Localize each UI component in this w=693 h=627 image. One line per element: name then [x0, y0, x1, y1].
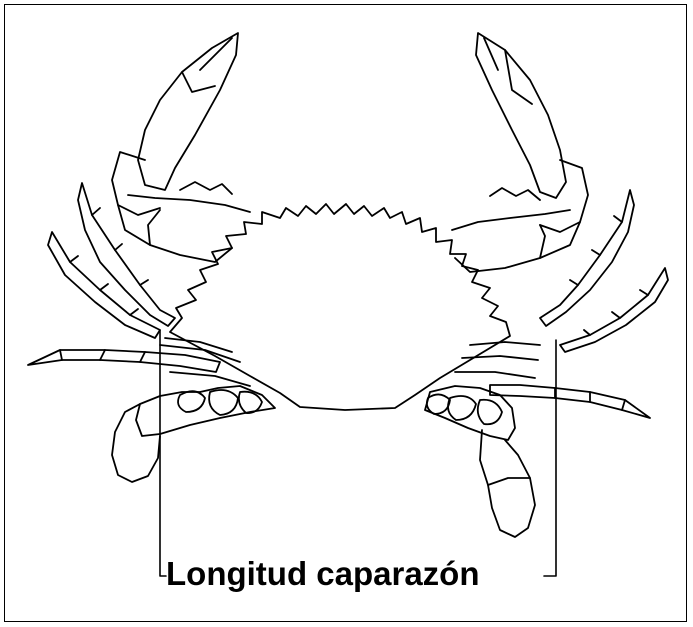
bracket-left-line: [160, 330, 166, 576]
right-walking-legs: [455, 190, 668, 418]
left-walking-legs: [28, 183, 250, 386]
right-claw: [452, 33, 588, 272]
carapace-length-bracket: [160, 330, 556, 576]
bracket-right-line: [544, 340, 556, 576]
crab-carapace: [170, 204, 510, 410]
right-swimming-leg: [425, 386, 535, 537]
measurement-label: Longitud caparazón: [166, 552, 546, 596]
left-claw: [112, 33, 250, 262]
left-swimming-leg: [112, 386, 275, 482]
